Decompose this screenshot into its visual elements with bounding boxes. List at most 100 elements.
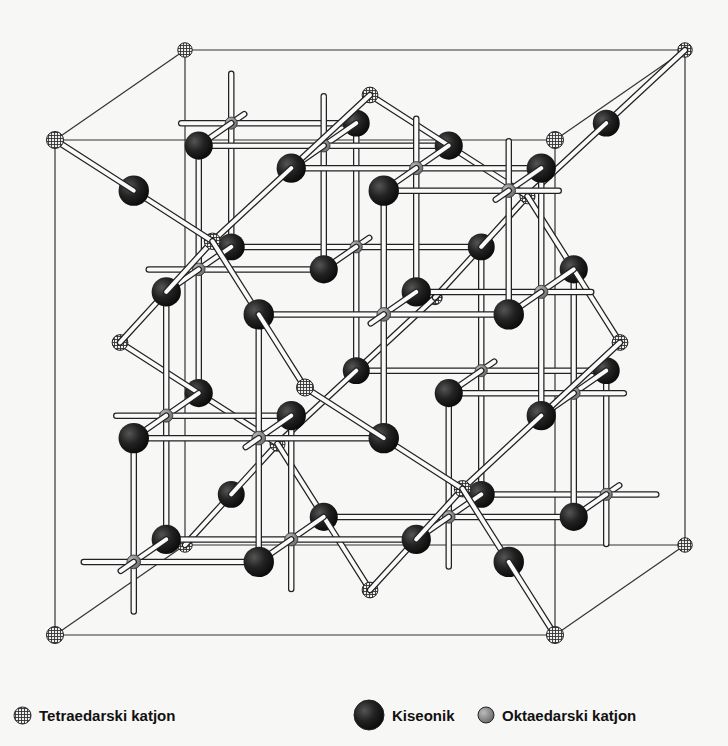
bond-rod	[574, 390, 624, 397]
bond-rod	[481, 492, 606, 496]
bond-rod	[256, 438, 263, 562]
bond-rod	[603, 371, 610, 495]
bond-rod	[305, 388, 384, 439]
bond-rod	[446, 517, 453, 567]
bond-rod	[259, 314, 305, 387]
bond-rod	[384, 189, 509, 193]
bond-rod	[539, 292, 543, 416]
tetrahedral-cation	[47, 627, 64, 644]
bond-rod	[305, 388, 384, 439]
bond-rod	[246, 438, 259, 447]
bond-rod	[55, 140, 134, 191]
legend-swatch	[476, 705, 496, 725]
bond-rod	[257, 314, 261, 438]
bond-rod	[606, 50, 685, 123]
bond-rod	[289, 539, 293, 589]
bond-rod	[413, 119, 420, 169]
bond-rod	[506, 141, 513, 191]
bond-rod	[541, 343, 620, 416]
bond-rod	[604, 494, 608, 544]
legend-label: Oktaedarski katjon	[502, 707, 636, 724]
bond-rod	[416, 289, 541, 296]
legend-swatch	[12, 705, 33, 726]
bond-rod	[509, 189, 559, 193]
bond-rod	[449, 514, 574, 521]
bond-rod	[353, 247, 360, 371]
bond-rod	[291, 537, 416, 541]
bond-rod	[131, 562, 138, 612]
bond-rod	[381, 191, 388, 315]
tetrahedral-cation	[678, 538, 692, 552]
bond-rod	[164, 292, 168, 416]
bond-rod	[416, 489, 462, 540]
bond-rod	[572, 269, 576, 393]
legend-item: Oktaedarski katjon	[476, 700, 636, 730]
bond-rod	[509, 562, 555, 635]
cell-edge	[55, 50, 185, 140]
bond-rod	[121, 562, 134, 571]
tetrahedral-cation	[178, 43, 192, 57]
bond-rod	[231, 245, 356, 249]
cell-edge	[555, 545, 685, 635]
bond-rod	[257, 438, 261, 562]
tetrahedral-cation	[47, 132, 64, 149]
oxygen-atom	[494, 299, 524, 329]
bond-rod	[324, 515, 449, 519]
bond-rod	[384, 312, 509, 316]
bond-rod	[132, 438, 136, 562]
bond-rod	[166, 537, 291, 541]
bond-rod	[507, 141, 511, 191]
bond-rod	[370, 95, 449, 146]
bond-rod	[131, 438, 138, 562]
bond-rod	[382, 191, 386, 315]
bond-rod	[496, 191, 509, 200]
bond-rod	[509, 562, 555, 635]
bond-rod	[324, 142, 449, 149]
bond-rod	[416, 489, 462, 540]
cell-edge	[55, 634, 555, 635]
cell-edge	[684, 50, 685, 545]
bond-rod	[259, 314, 305, 387]
bond-rod	[381, 314, 388, 438]
bond-rod	[416, 290, 541, 294]
bond-rod	[572, 393, 576, 517]
bond-rod	[229, 74, 233, 124]
bond-rod	[166, 414, 291, 418]
bond-rod	[166, 241, 212, 292]
bond-rod	[259, 311, 384, 318]
bond-rod	[606, 50, 685, 123]
bond-rod	[291, 165, 416, 172]
bond-rod	[574, 391, 624, 395]
tetrahedral-cation	[297, 379, 314, 396]
bond-rod	[414, 119, 418, 169]
bond-rod	[604, 371, 608, 495]
bond-rod	[384, 311, 509, 318]
bond-rod	[164, 416, 168, 540]
bond-rod	[166, 536, 291, 543]
bond-rod	[449, 515, 574, 519]
bond-rod	[55, 140, 134, 191]
bond-rod	[449, 390, 574, 397]
bond-rod	[541, 289, 591, 296]
bond-rod	[356, 367, 481, 374]
tetrahedral-cation	[547, 627, 564, 644]
bond-rod	[481, 196, 527, 247]
bond-rod	[324, 517, 370, 590]
bond-rod	[574, 269, 620, 342]
bond-rod	[166, 241, 212, 292]
bond-rod	[479, 247, 483, 371]
cell-edge	[54, 140, 55, 635]
bond-rod	[478, 247, 485, 371]
cell-edge	[55, 545, 185, 635]
bond-rod	[134, 435, 259, 442]
legend-item: Kiseonik	[352, 700, 455, 730]
legend-swatch	[352, 698, 386, 732]
bond-rod	[199, 142, 324, 149]
bond-rod	[447, 517, 451, 567]
bond-rod	[288, 539, 295, 589]
oxygen-atom	[244, 547, 274, 577]
bond-rod	[259, 312, 384, 316]
bond-rod	[324, 144, 449, 148]
bond-rod	[538, 168, 545, 292]
